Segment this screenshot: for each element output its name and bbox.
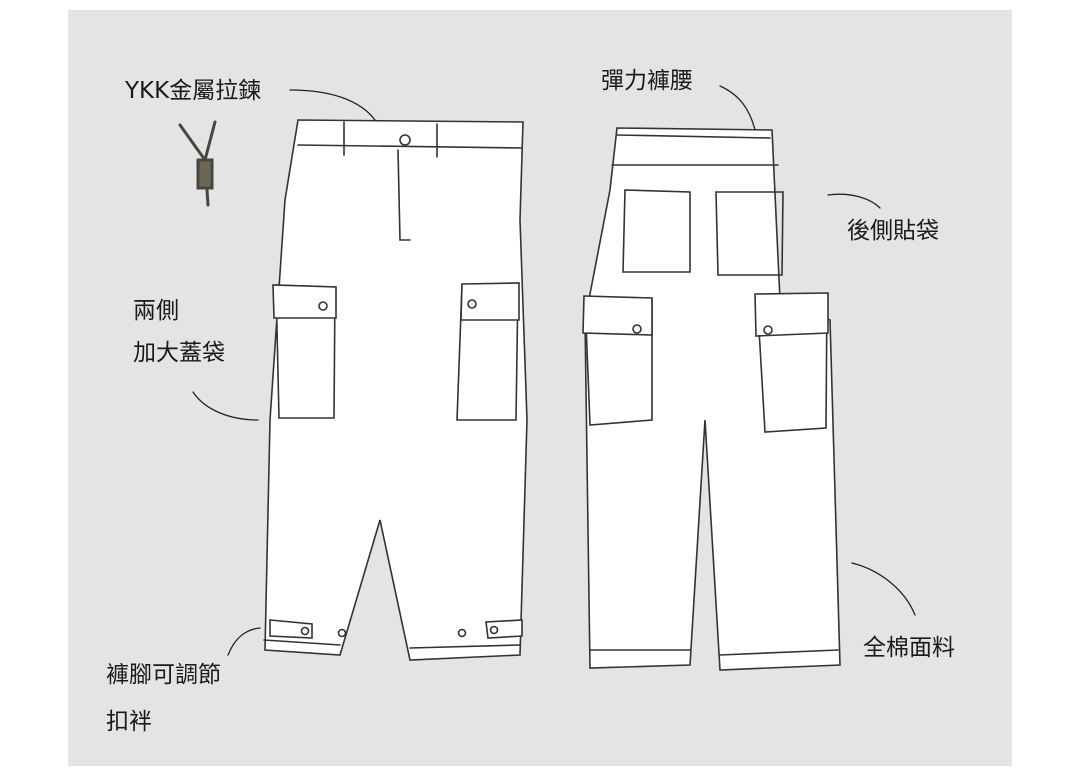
label-back-pocket: 後側貼袋 xyxy=(847,218,939,244)
label-side-pocket-2: 加大蓋袋 xyxy=(133,340,225,366)
label-side-pocket-1: 兩側 xyxy=(133,298,179,324)
illustration-panel xyxy=(68,10,1012,766)
label-hem-2: 扣袢 xyxy=(106,709,152,735)
label-hem-1: 褲腳可調節 xyxy=(106,662,221,688)
back-pants xyxy=(582,127,841,671)
leader-lines xyxy=(192,85,916,656)
zipper-icon xyxy=(178,120,217,207)
front-pants xyxy=(263,119,528,661)
label-zipper: YKK金屬拉鍊 xyxy=(125,78,262,104)
label-fabric: 全棉面料 xyxy=(863,635,955,661)
label-waist: 彈力褲腰 xyxy=(601,68,693,94)
